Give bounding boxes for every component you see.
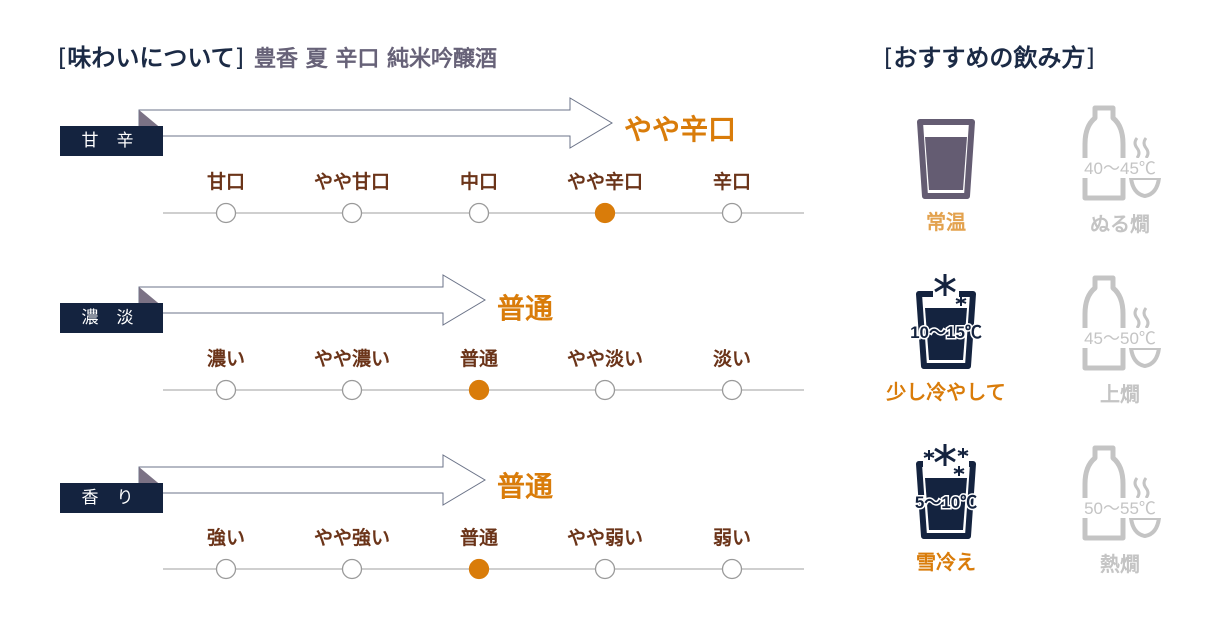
serving-label: 少し冷やして [886,380,1006,404]
glass-snow-cold-icon: 5〜10℃ [913,444,979,539]
scale-tag: 香り [60,483,163,513]
scale-level-label: やや辛口 [566,171,643,193]
scale-level-label: 中口 [459,171,498,193]
scale-result: やや辛口 [624,113,737,146]
product-name: 豊香 夏 辛口 純米吟醸酒 [254,47,498,72]
scale-level-label: 強い [206,527,245,549]
scale-dot-selected [468,558,490,580]
tokkuri-warm-icon: 40〜45℃ [1079,105,1161,201]
scale-dot [594,558,616,580]
serving-atsukan: 50〜55℃ 熱燗 [1050,444,1190,577]
scale-dot [341,379,363,401]
serving-slightly-chilled: 10〜15℃ 少し冷やして [876,272,1016,405]
serving-label: 上燗 [1100,382,1140,406]
glass-room-temp-icon [917,119,975,199]
tag-fold [139,467,163,487]
scale-result: 普通 [497,470,554,503]
serving-title: おすすめの飲み方 [893,44,1086,72]
scale-graphic [138,97,804,224]
scale-dot-selected [468,379,490,401]
scale-graphic [138,274,804,401]
scale-tag: 甘辛 [60,126,163,156]
serving-jokan: 45〜50℃ 上燗 [1050,274,1190,407]
tag-fold [139,287,163,307]
scale-level-label: 淡い [712,348,751,370]
scale-dot [721,379,743,401]
serving-label: ぬる燗 [1090,212,1150,236]
tokkuri-warm-icon: 50〜55℃ [1079,445,1161,541]
scale-dot [215,202,237,224]
scale-level-label: やや甘口 [313,171,390,193]
result-arrow [138,274,486,326]
scale-level-label: 普通 [459,527,498,549]
serving-nurukan: 40〜45℃ ぬる燗 [1050,104,1190,237]
scale-level-label: 辛口 [712,171,751,193]
scale-level-label: やや弱い [566,527,643,549]
scale-level-label: やや濃い [313,348,390,370]
result-arrow [138,97,613,149]
scale-level-label: やや淡い [566,348,643,370]
scale-level-label: 濃い [206,348,245,370]
scale-level-label: 甘口 [206,171,245,193]
tag-fold [139,110,163,130]
taste-section-title: [味わいについて] 豊香 夏 辛口 純米吟醸酒 [58,38,497,73]
scale-level-label: 弱い [712,527,751,549]
serving-yukibie: 5〜10℃ 雪冷え [876,442,1016,575]
taste-title: 味わいについて [67,44,235,72]
snowflake-icon [934,444,956,466]
scale-dot [721,202,743,224]
glass-chilled-icon: 10〜15℃ [909,274,983,369]
tokkuri-warm-icon: 45〜50℃ [1079,275,1161,371]
scale-dot [341,558,363,580]
scale-dot [215,558,237,580]
scale-sweet-dry: 甘辛 やや辛口 甘口やや甘口中口やや辛口辛口 [0,96,820,236]
temp-label: 5〜10℃ [915,493,977,512]
temp-label: 50〜55℃ [1084,499,1156,518]
scale-dot-selected [594,202,616,224]
snowflake-icon [934,274,956,296]
bracket-close: ] [234,44,245,72]
scale-graphic [138,454,804,580]
serving-room-temp: 常温 [876,118,1016,235]
bracket-close: ] [1085,44,1095,72]
small-snowflake-icon [955,296,967,306]
temp-label: 10〜15℃ [910,323,982,342]
scale-aroma: 香り 普通 強いやや強い普通やや弱い弱い [0,453,820,593]
bracket-open: [ [884,44,894,72]
serving-section-title: [おすすめの飲み方] [884,38,1095,73]
bracket-open: [ [58,44,68,72]
small-snowflake-icon [923,448,969,476]
result-arrow [138,454,486,506]
scale-level-label: 普通 [459,348,498,370]
scale-dot [215,379,237,401]
scale-dot [721,558,743,580]
temp-label: 45〜50℃ [1084,329,1156,348]
scale-dot [341,202,363,224]
scale-rich-light: 濃淡 普通 濃いやや濃い普通やや淡い淡い [0,273,820,413]
scale-tag: 濃淡 [60,303,163,333]
temp-label: 40〜45℃ [1084,159,1156,178]
serving-label: 熱燗 [1100,552,1140,576]
scale-dot [594,379,616,401]
scale-dot [468,202,490,224]
scale-result: 普通 [497,292,554,325]
serving-label: 常温 [926,210,966,234]
serving-label: 雪冷え [916,550,976,574]
scale-level-label: やや強い [313,527,390,549]
